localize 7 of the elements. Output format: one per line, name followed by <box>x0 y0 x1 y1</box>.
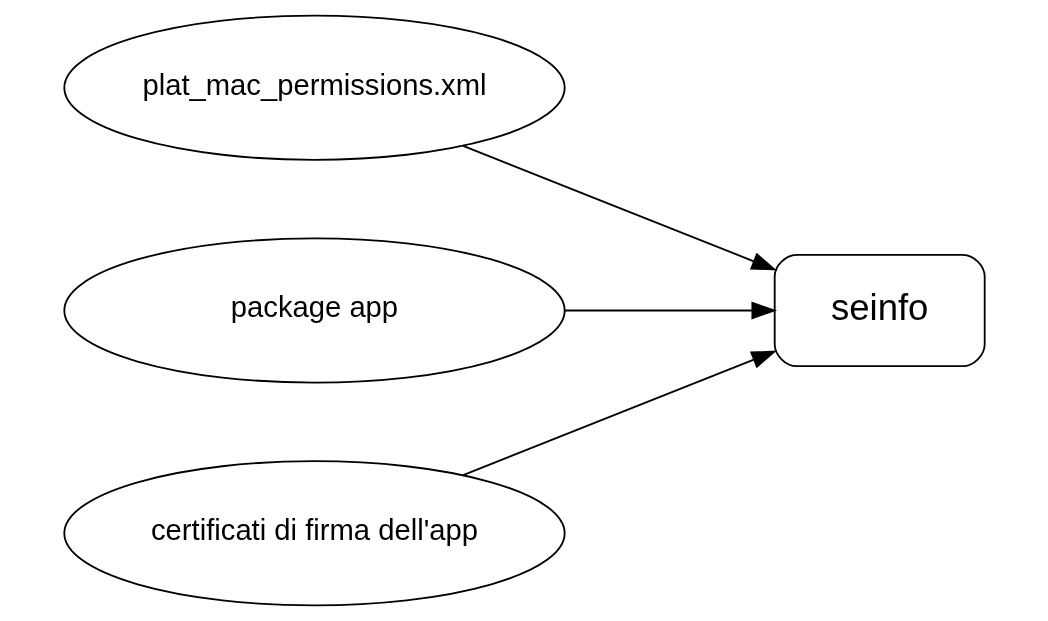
node-box: seinfo <box>773 253 986 368</box>
arrow <box>461 145 777 271</box>
arrow <box>461 350 777 476</box>
arrow <box>563 301 777 320</box>
node-ellipse: certificati di firma dell'app <box>62 460 566 607</box>
node-ellipse: package app <box>62 237 566 384</box>
node-ellipse: plat_mac_permissions.xml <box>62 14 566 161</box>
